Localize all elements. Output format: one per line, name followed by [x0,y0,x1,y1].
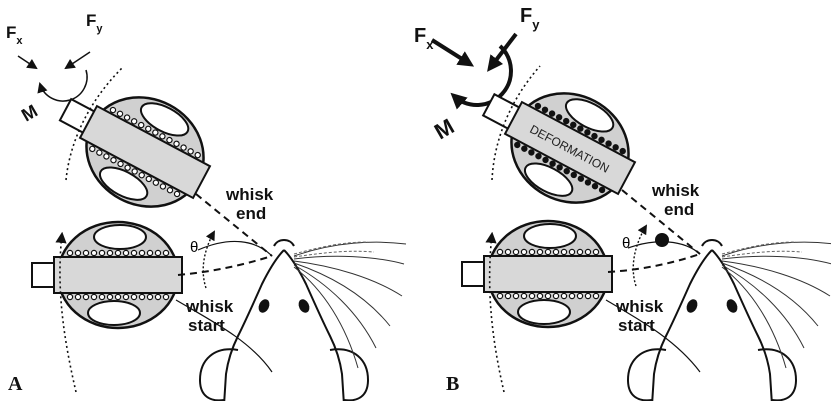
force-y-label: Fy [86,11,103,35]
whisk-start-label: whisk start [615,297,668,335]
angle-label: θ [190,239,198,256]
whisk-start-label: whisk start [185,297,238,335]
contact-object [655,233,669,247]
whisk-end-label: whisk end [225,185,278,223]
panel-a-letter: A [8,373,23,395]
sensor-whisk-end [41,63,227,229]
panel-b-letter: B [446,373,459,395]
rat-head [628,240,831,401]
force-x-label: Fx [414,25,434,52]
sensor-whisk-end: DEFORMATION [464,58,652,225]
moment-label: M [18,101,41,126]
force-y-label: Fy [520,5,540,32]
sensor-whisk-start [32,222,182,328]
panel-b: Fx Fy M [414,5,831,401]
angle-arc [633,226,646,286]
sensor-whisk-start [462,221,612,327]
angle-arc [203,232,214,288]
whisk-end-label: whisk end [651,181,704,219]
rat-head [200,240,406,401]
whisker-start-line [608,254,700,272]
force-x-label: Fx [6,23,23,47]
panel-a: Fx Fy M [6,11,406,401]
whisker-start-line [178,256,272,275]
moment-label: M [430,114,458,145]
angle-label: θ [622,235,630,252]
